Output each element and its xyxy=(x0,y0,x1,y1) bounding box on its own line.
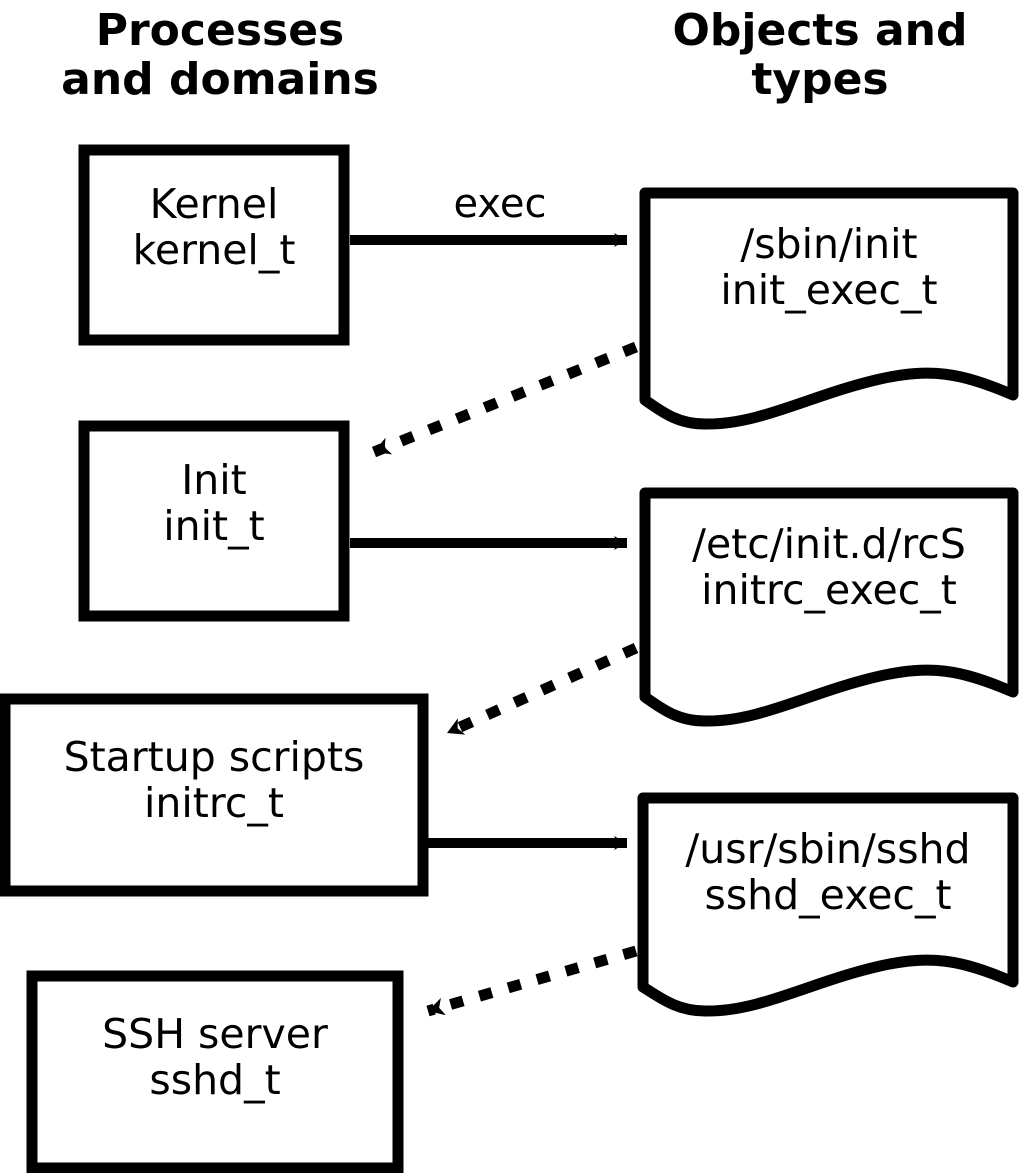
process-label-init: Init init_t xyxy=(163,456,265,550)
process-box-init[interactable] xyxy=(78,420,350,622)
object-label-initrc-exec: /etc/init.d/rcS initrc_exec_t xyxy=(692,520,966,614)
process-box-initrc[interactable] xyxy=(0,693,429,897)
object-doc-sshd-exec[interactable] xyxy=(637,792,1019,1017)
process-label-initrc: Startup scripts initrc_t xyxy=(63,733,365,827)
edge-label-exec: exec xyxy=(453,181,547,227)
edge-init-exec-to-init[interactable] xyxy=(371,341,639,458)
process-box-sshd[interactable] xyxy=(26,970,404,1173)
column-title-processes: Processes and domains xyxy=(61,5,379,106)
edge-sshd-exec-to-sshd[interactable] xyxy=(426,945,638,1017)
edge-initrc-exec-to-initrc[interactable] xyxy=(444,642,639,739)
process-box-kernel[interactable] xyxy=(78,144,350,346)
object-doc-init-exec[interactable] xyxy=(639,187,1019,430)
object-label-sshd-exec: /usr/sbin/sshd sshd_exec_t xyxy=(685,825,971,919)
object-doc-initrc-exec[interactable] xyxy=(639,487,1019,727)
column-title-objects: Objects and types xyxy=(672,5,968,106)
object-label-init-exec: /sbin/init init_exec_t xyxy=(720,220,938,314)
process-label-kernel: Kernel kernel_t xyxy=(132,180,296,274)
process-label-sshd: SSH server sshd_t xyxy=(102,1010,328,1104)
